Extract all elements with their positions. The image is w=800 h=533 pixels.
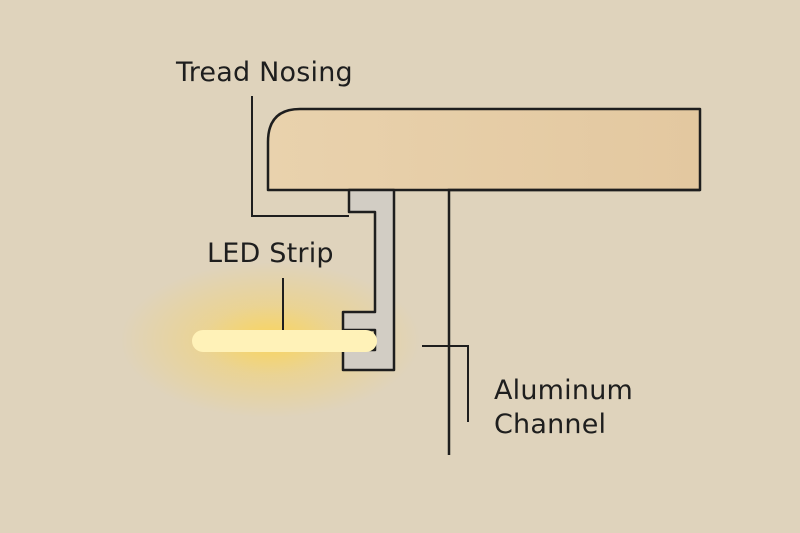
aluminum-channel-label-line2: Channel bbox=[494, 409, 607, 440]
aluminum-channel-label: Aluminum Channel bbox=[494, 374, 633, 442]
tread-nosing-leader bbox=[251, 96, 349, 217]
tread-board bbox=[266, 107, 702, 192]
tread-nosing-label: Tread Nosing bbox=[176, 57, 353, 88]
aluminum-channel bbox=[341, 188, 396, 372]
led-strip-label: LED Strip bbox=[207, 238, 334, 269]
riser-line bbox=[447, 188, 700, 455]
led-strip bbox=[192, 330, 377, 352]
aluminum-channel-label-line1: Aluminum bbox=[494, 375, 634, 406]
aluminum-channel-leader bbox=[422, 345, 469, 422]
